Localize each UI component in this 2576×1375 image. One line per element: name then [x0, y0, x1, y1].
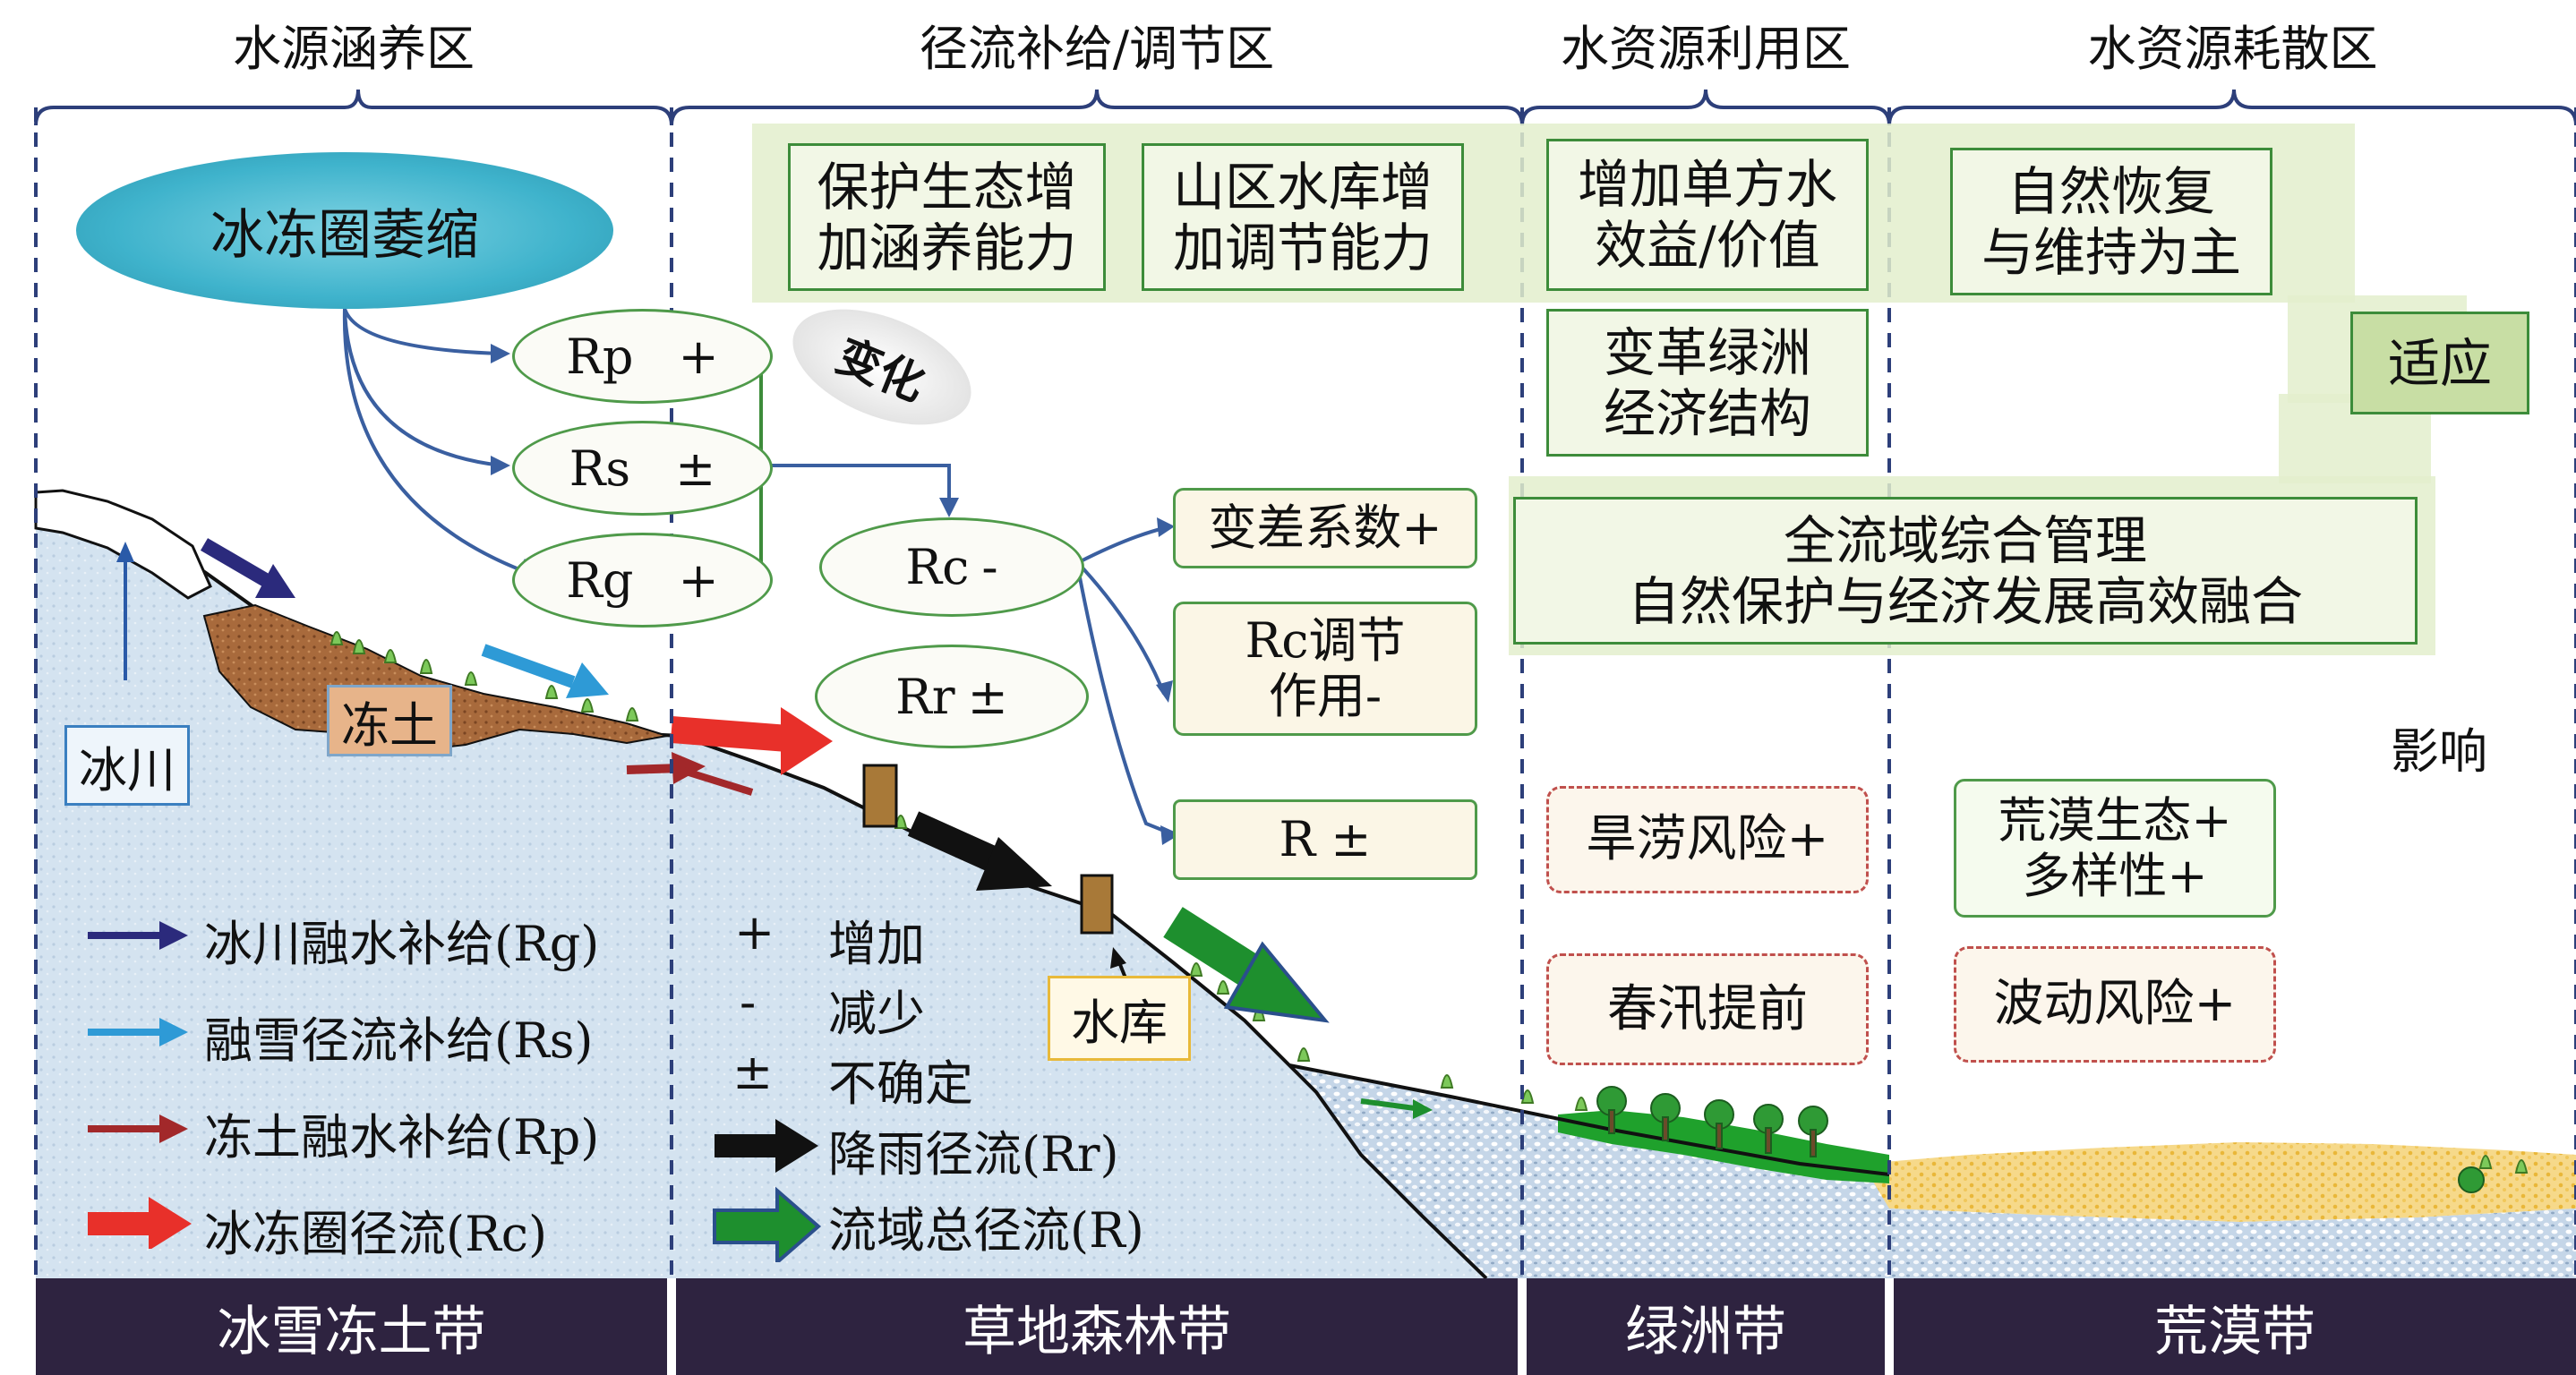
term-rr-name: Rr: [895, 668, 955, 725]
cryosphere-shrink-node: 冰冻圈萎缩: [76, 152, 613, 309]
legend-label-rp: 冻土融水补给(Rp): [204, 1109, 600, 1166]
measure-reservoir-line2: 加调节能力: [1172, 217, 1433, 278]
impact-label: 影响: [2391, 723, 2487, 780]
measure-benefit-box: 增加单方水 效益/价值: [1546, 139, 1869, 291]
zone-title-recharge: 径流补给/调节区: [919, 21, 1275, 77]
legend-arrows: [88, 921, 192, 1249]
effect-regulation-line1: Rc调节: [1245, 612, 1406, 669]
term-rp: Rp +: [512, 309, 773, 404]
desert-ecology-line2: 多样性+: [2022, 847, 2208, 904]
measure-reservoir-line1: 山区水库增: [1172, 156, 1433, 218]
legend-label-rr: 降雨径流(Rr): [828, 1126, 1119, 1183]
legend-label-r: 流域总径流(R): [828, 1202, 1144, 1259]
legend-symbol-plus: +: [734, 904, 775, 961]
legend-arrows-2: [713, 1119, 822, 1262]
measure-benefit-line1: 增加单方水: [1577, 154, 1837, 215]
legend-label-rc: 冰冻圈径流(Rc): [204, 1206, 548, 1262]
legend-symbol-pm-label: 不确定: [828, 1055, 973, 1112]
legend-arrow-rs: [88, 1018, 188, 1046]
band-oasis-zone: 绿洲带: [1527, 1278, 1885, 1375]
effect-regulation-box: Rc调节 作用-: [1173, 602, 1477, 736]
term-rc-sign: -: [981, 539, 998, 595]
desert-ecology-box: 荒漠生态+ 多样性+: [1954, 779, 2276, 918]
legend-arrow-rp: [88, 1115, 188, 1143]
band-desert-label: 荒漠带: [2154, 1300, 2315, 1363]
zone-title-conservation: 水源涵养区: [233, 21, 475, 77]
effect-total-label: R ±: [1279, 811, 1372, 867]
term-rr-sign: ±: [967, 668, 1008, 725]
measure-oasis-line1: 变革绿洲: [1603, 321, 1811, 383]
measure-restore-line1: 自然恢复: [2007, 160, 2215, 222]
term-rr: Rr ±: [815, 645, 1089, 748]
term-rg-name: Rg: [566, 551, 634, 609]
band-cryo-zone: 冰雪冻土带: [36, 1278, 667, 1375]
measure-oasis-line2: 经济结构: [1603, 382, 1811, 444]
effect-regulation-line2: 作用-: [1268, 668, 1382, 724]
legend-arrow-r: [713, 1186, 822, 1262]
measure-protect-line1: 保护生态增: [817, 156, 1077, 218]
glacier-label-box: 冰川: [64, 725, 190, 806]
effect-cv-box: 变差系数+: [1173, 488, 1477, 568]
band-desert-zone: 荒漠带: [1894, 1278, 2576, 1375]
change-label: 变化: [829, 329, 933, 412]
legend-arrow-rr: [715, 1119, 818, 1173]
band-oasis-label: 绿洲带: [1625, 1300, 1786, 1363]
risk-flood-box: 春汛提前: [1546, 953, 1869, 1065]
legend-symbol-minus: -: [740, 974, 757, 1030]
reservoir-dam-lower: [1080, 874, 1114, 935]
reservoir-label-box: 水库: [1048, 976, 1191, 1061]
legend-label-rg: 冰川融水补给(Rg): [204, 916, 600, 972]
legend-label-rs: 融雪径流补给(Rs): [204, 1012, 594, 1069]
legend-arrow-rg: [88, 921, 188, 950]
risk-fluct-box: 波动风险+: [1954, 946, 2276, 1063]
measure-reservoir-box: 山区水库增 加调节能力: [1142, 143, 1464, 291]
risk-drought-box: 旱涝风险+: [1546, 786, 1869, 893]
measure-benefit-line2: 效益/价值: [1595, 215, 1820, 276]
zone-title-dissipation: 水资源耗散区: [2087, 21, 2378, 77]
cryosphere-shrink-label: 冰冻圈萎缩: [210, 204, 479, 267]
band-forest-label: 草地森林带: [963, 1300, 1231, 1363]
term-rc: Rc -: [819, 517, 1084, 617]
frozen-soil-label-box: 冻土: [327, 685, 452, 756]
adapt-label: 适应: [2387, 332, 2492, 394]
effect-cv-label: 变差系数+: [1208, 500, 1442, 556]
term-rg: Rg +: [512, 533, 773, 628]
basin-line1: 全流域综合管理: [1783, 509, 2147, 571]
reservoir-dam-upper: [862, 764, 898, 828]
band-cryo-label: 冰雪冻土带: [217, 1300, 486, 1363]
legend-symbol-plus-label: 增加: [828, 916, 925, 972]
term-rs: Rs ±: [512, 421, 773, 516]
risk-drought-label: 旱涝风险+: [1586, 810, 1829, 868]
measure-protect-line2: 加涵养能力: [817, 217, 1077, 278]
frozen-soil-label: 冻土: [341, 696, 438, 754]
term-rp-sign: +: [678, 328, 719, 385]
term-rc-name: Rc: [905, 539, 970, 595]
basin-management-box: 全流域综合管理 自然保护与经济发展高效融合: [1513, 497, 2418, 645]
desert-ecology-line1: 荒漠生态+: [1998, 791, 2232, 849]
measure-oasis-box: 变革绿洲 经济结构: [1546, 309, 1869, 457]
basin-line2: 自然保护与经济发展高效融合: [1627, 570, 2303, 632]
glacier-label: 冰川: [79, 741, 175, 799]
band-forest-zone: 草地森林带: [676, 1278, 1518, 1375]
term-rg-sign: +: [678, 551, 719, 609]
risk-fluct-label: 波动风险+: [1993, 975, 2237, 1033]
risk-flood-label: 春汛提前: [1607, 979, 1808, 1038]
zone-title-utilization: 水资源利用区: [1561, 21, 1851, 77]
measure-restore-line2: 与维持为主: [1981, 221, 2241, 283]
measure-protect-box: 保护生态增 加涵养能力: [788, 143, 1106, 291]
term-rp-name: Rp: [566, 328, 634, 385]
term-rs-name: Rs: [569, 440, 631, 497]
term-rs-sign: ±: [675, 440, 716, 497]
legend-symbol-pm: ±: [732, 1044, 774, 1100]
measure-restore-box: 自然恢复 与维持为主: [1950, 148, 2272, 295]
reservoir-label: 水库: [1071, 995, 1168, 1051]
adapt-box: 适应: [2350, 312, 2529, 414]
effect-total-box: R ±: [1173, 799, 1477, 880]
legend-symbol-minus-label: 减少: [828, 986, 925, 1042]
legend-arrow-rc: [88, 1197, 192, 1249]
